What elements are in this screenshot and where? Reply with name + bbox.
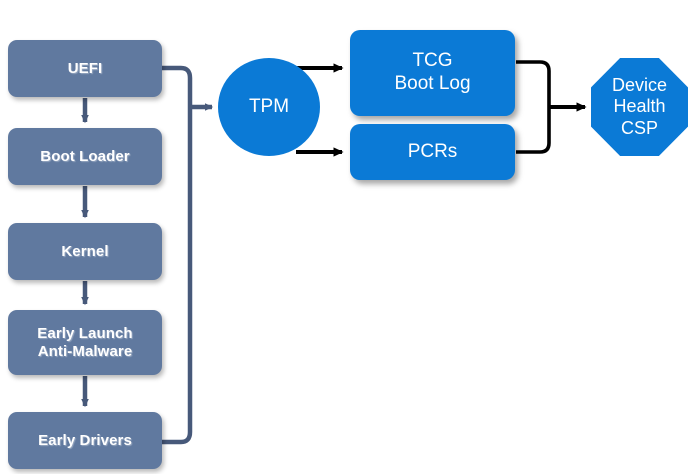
node-tpm[interactable]: TPM: [218, 58, 320, 156]
stage-box-uefi[interactable]: UEFI: [8, 40, 162, 97]
stage-label-early-drivers: Early Drivers: [38, 431, 132, 449]
stage-box-kernel[interactable]: Kernel: [8, 223, 162, 280]
node-label-device-health-csp: Device Health CSP: [611, 75, 668, 138]
node-label-tcg-boot-log: TCG Boot Log: [394, 50, 471, 94]
stage-label-boot-loader: Boot Loader: [40, 147, 130, 165]
node-label-tpm: TPM: [248, 96, 290, 117]
stage-box-early-launch-anti-malware[interactable]: Early Launch Anti-Malware: [8, 310, 162, 375]
node-tcg-boot-log[interactable]: TCG Boot Log: [350, 30, 515, 116]
node-label-pcrs: PCRs: [407, 140, 458, 162]
node-pcrs[interactable]: PCRs: [350, 124, 515, 180]
stage-label-uefi: UEFI: [67, 59, 103, 77]
connector-boot-stages-bracket-to-tpm: [159, 65, 214, 445]
stage-box-boot-loader[interactable]: Boot Loader: [8, 128, 162, 185]
connector-logs-bracket-to-device-health: [516, 60, 587, 154]
stage-box-early-drivers[interactable]: Early Drivers: [8, 412, 162, 469]
stage-label-kernel: Kernel: [61, 242, 109, 260]
stage-label-early-launch-anti-malware: Early Launch Anti-Malware: [37, 325, 133, 360]
node-device-health-csp[interactable]: Device Health CSP: [591, 58, 688, 156]
